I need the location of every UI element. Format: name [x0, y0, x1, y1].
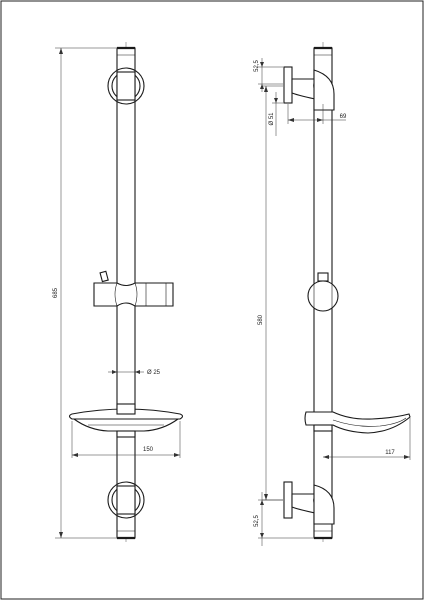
bar-diameter-label: Ø 25 — [147, 370, 161, 376]
tray-projection-label: 117 — [385, 450, 395, 456]
slider-holder-side — [307, 272, 339, 312]
side-view: 52,5 Ø 51 69 580 — [254, 42, 411, 546]
dim-wall-projection: 69 — [287, 104, 347, 124]
dim-total-height: 685 — [53, 47, 116, 539]
bracket-spacing-label: 580 — [258, 314, 264, 325]
soap-tray-front — [68, 403, 184, 438]
soap-tray-side — [304, 411, 411, 434]
top-wall-bracket-front — [107, 67, 145, 105]
wall-projection-label: 69 — [340, 114, 347, 120]
bottom-wall-bracket-side — [283, 481, 335, 525]
tray-width-label: 150 — [143, 447, 154, 453]
top-wall-bracket-side — [283, 66, 335, 111]
dim-top-bracket-offset: 52,5 — [254, 58, 283, 92]
dim-bottom-bracket-offset: 52,5 — [254, 492, 313, 546]
dim-bar-diameter: Ø 25 — [108, 370, 161, 376]
slider-holder-front — [93, 270, 174, 307]
bracket-diameter-label: Ø 51 — [269, 112, 275, 126]
bottom-wall-bracket-front — [107, 481, 145, 519]
total-height-label: 685 — [53, 287, 59, 298]
bottom-bracket-offset-label: 52,5 — [254, 515, 260, 527]
front-view: 685 Ø 25 150 — [53, 42, 184, 545]
dim-bracket-diameter: Ø 51 — [269, 92, 283, 136]
top-bracket-offset-label: 52,5 — [254, 60, 260, 72]
dim-tray-width: 150 — [71, 421, 181, 458]
dim-bracket-spacing: 580 — [258, 85, 283, 501]
dim-tray-projection: 117 — [323, 418, 411, 460]
